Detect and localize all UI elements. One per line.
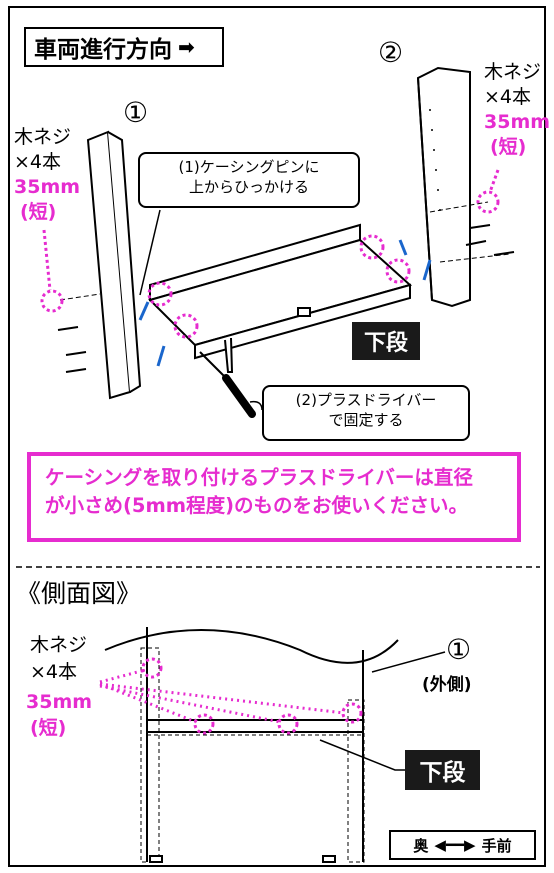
part1-number: ①: [123, 96, 149, 129]
step2-callout: (2)プラスドライバー で固定する: [262, 385, 470, 441]
wood-screws: [57, 224, 515, 373]
legend-front: 手前: [481, 836, 512, 855]
lower-stage-badge: 下段: [352, 322, 420, 360]
side-screw-type: (短): [30, 717, 67, 739]
double-arrow-icon: ◀━━▶: [434, 836, 476, 854]
left-screw-name: 木ネジ: [14, 126, 72, 148]
pink-dashed-leaders: [42, 169, 500, 291]
left-screw-type: (短): [20, 201, 57, 223]
side-part-number: ①: [446, 633, 472, 666]
step1-callout: (1)ケーシングピンに 上からひっかける: [138, 152, 360, 208]
step2-line2: で固定する: [328, 410, 404, 429]
side-lower-stage-badge: 下段: [405, 750, 480, 790]
black-arrow-icon: ➡: [178, 35, 195, 59]
step1-line2: 上からひっかける: [188, 177, 309, 196]
left-side-panel: [86, 130, 142, 400]
step1-line1: (1)ケーシングピンに: [178, 158, 320, 176]
hook-arrows: [138, 239, 432, 367]
right-screw-type: (短): [490, 136, 527, 158]
side-screw-size: 35mm: [26, 691, 93, 713]
side-screw-name: 木ネジ: [30, 634, 88, 656]
part2-number: ②: [378, 36, 404, 69]
side-pink-markers: [141, 657, 363, 735]
side-screw-qty: ×4本: [30, 661, 78, 683]
notice-line2: が小さめ(5mm程度)のものをお使いください。: [45, 494, 469, 518]
side-part-note: (外側): [422, 675, 472, 695]
side-view-illustration: [104, 627, 399, 862]
screwdriver: [199, 351, 256, 418]
orientation-legend: 奥 ◀━━▶ 手前: [389, 830, 536, 860]
side-view-title: 《側面図》: [16, 579, 142, 608]
side-feet: [149, 855, 336, 863]
travel-direction-label: 車両進行方向: [34, 37, 172, 63]
right-screw-size: 35mm: [484, 111, 551, 133]
lower-shelf: [148, 223, 413, 373]
left-screw-qty: ×4本: [14, 151, 62, 173]
left-screw-size: 35mm: [14, 176, 81, 198]
step2-line1: (2)プラスドライバー: [295, 391, 437, 409]
right-screw-qty: ×4本: [484, 86, 532, 108]
side-pink-leaders: [99, 668, 345, 724]
diagram-frame: [8, 6, 546, 867]
pink-hole-markers: [40, 190, 500, 339]
travel-direction-box: 車両進行方向 ➡: [24, 27, 224, 67]
screwdriver-notice: ケーシングを取り付けるプラスドライバーは直径 が小さめ(5mm程度)のものをお使…: [27, 452, 521, 542]
legend-back: 奥: [413, 836, 429, 855]
right-screw-name: 木ネジ: [484, 61, 542, 83]
notice-line1: ケーシングを取り付けるプラスドライバーは直径: [45, 466, 473, 489]
